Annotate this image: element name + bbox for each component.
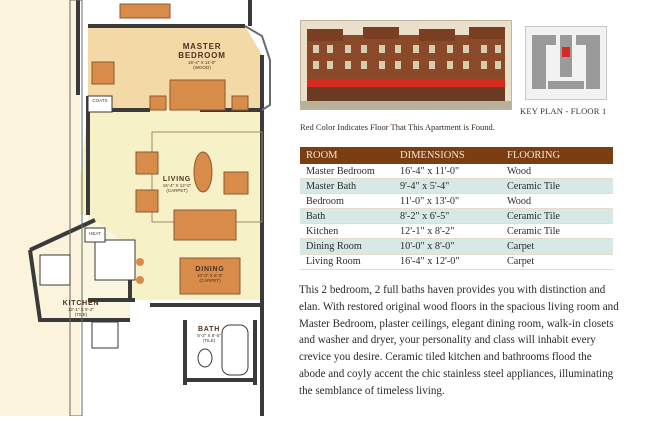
coffee-table [193, 151, 213, 193]
dimensions-cell: 9'-4" x 5'-4" [394, 178, 501, 195]
key-plan-diagram [525, 26, 607, 100]
info-panel: KEY PLAN - FLOOR 1 Red Color Indicates F… [292, 0, 652, 416]
nightstand-right [231, 95, 249, 111]
table-header-row: ROOM DIMENSIONS FLOORING [300, 147, 613, 164]
room-cell: Living Room [300, 254, 394, 270]
bay-window [244, 25, 271, 111]
room-cell: Bedroom [300, 193, 394, 210]
dimensions-cell: 12'-1" x 8'-2" [394, 223, 501, 240]
bath-label: BATH 8'-2" X 6'-5" (TILE) [192, 326, 226, 343]
table-row: Master Bath 9'-4" x 5'-4" Ceramic Tile [300, 178, 613, 195]
toilet [197, 348, 213, 368]
flooring-cell: Carpet [501, 254, 613, 270]
table-row: Master Bedroom 16'-4" x 11'-0" Wood [300, 164, 613, 180]
living-label: LIVING 16'-4" X 12'-0" (CARPET) [153, 176, 201, 193]
dimensions-cell: 16'-4" x 12'-0" [394, 254, 501, 270]
column-header: FLOORING [501, 147, 613, 164]
table-row: Bath 8'-2" x 6'-5" Ceramic Tile [300, 208, 613, 225]
room-dims: 8'-2" X 6'-5" [197, 333, 221, 338]
room-floor: (TILE) [202, 338, 216, 343]
kitchen-label: KITCHEN 12'-1" X 8'-2" (TILE) [55, 300, 107, 317]
apartment-description: This 2 bedroom, 2 full baths haven provi… [299, 284, 619, 397]
coats-label: COATS [92, 98, 108, 103]
flooring-cell: Ceramic Tile [501, 223, 613, 240]
armchair-right [223, 171, 249, 195]
nightstand-left [149, 95, 167, 111]
fridge [91, 321, 119, 349]
dining-label: DINING 10'-0" X 8'-0" (CARPET) [182, 266, 238, 283]
room-cell: Master Bedroom [300, 164, 394, 180]
room-cell: Bath [300, 208, 394, 225]
table-row: Living Room 16'-4" x 12'-0" Carpet [300, 254, 613, 270]
room-floor: (CARPET) [166, 188, 188, 193]
table-row: Bedroom 11'-0" x 13'-0" Wood [300, 193, 613, 210]
left-area-floor [0, 0, 80, 416]
room-name: BATH [197, 326, 221, 333]
stool [136, 258, 144, 266]
rooms-table: ROOM DIMENSIONS FLOORING Master Bedroom … [300, 147, 613, 270]
flooring-cell: Wood [501, 164, 613, 180]
room-name: BEDROOM [178, 51, 226, 60]
highlighted-floor [307, 79, 505, 87]
sofa [173, 209, 237, 241]
dimensions-cell: 10'-0" x 8'-0" [394, 238, 501, 255]
bed [169, 79, 226, 111]
kitchen-sink [39, 254, 71, 286]
room-dims: 10'-0" X 8'-0" [197, 273, 223, 278]
key-plan-drawing [526, 27, 606, 99]
table-row: Kitchen 12'-1" x 8'-2" Ceramic Tile [300, 223, 613, 240]
flooring-cell: Wood [501, 193, 613, 210]
dimensions-cell: 11'-0" x 13'-0" [394, 193, 501, 210]
room-cell: Master Bath [300, 178, 394, 195]
room-floor: (CARPET) [199, 278, 221, 283]
flooring-cell: Ceramic Tile [501, 178, 613, 195]
room-floor: (TILE) [74, 312, 88, 317]
dining-table [179, 257, 241, 295]
flooring-cell: Carpet [501, 238, 613, 255]
coat-closet [87, 95, 113, 113]
room-name: MASTER [182, 42, 222, 51]
room-cell: Kitchen [300, 223, 394, 240]
flooring-cell: Ceramic Tile [501, 208, 613, 225]
key-plan-label: KEY PLAN - FLOOR 1 [520, 106, 607, 116]
image-caption: Red Color Indicates Floor That This Apar… [300, 122, 495, 132]
building-illustration [301, 21, 511, 109]
armchair-left-top [135, 151, 159, 175]
room-floor: (WOOD) [193, 65, 211, 70]
floor-plan-drawing [0, 0, 271, 417]
room-name: KITCHEN [62, 300, 100, 307]
room-dims: 12'-1" X 8'-2" [68, 307, 94, 312]
column-header: DIMENSIONS [394, 147, 501, 164]
room-name: LIVING [162, 176, 192, 183]
heat-label: HEAT [89, 231, 101, 236]
kitchen-range [94, 239, 136, 281]
room-dims: 16'-4" X 11'-0" [187, 60, 217, 65]
key-plan-marker [562, 47, 570, 57]
stool [136, 276, 144, 284]
room-dims: 16'-4" X 12'-0" [162, 183, 192, 188]
dimensions-cell: 16'-4" x 11'-0" [394, 164, 501, 180]
room-cell: Dining Room [300, 238, 394, 255]
building-elevation-image [300, 20, 512, 110]
dimensions-cell: 8'-2" x 6'-5" [394, 208, 501, 225]
floor-plan: MASTER BEDROOM 16'-4" X 11'-0" (WOOD) LI… [0, 0, 278, 417]
heat-unit [84, 227, 106, 243]
column-header: ROOM [300, 147, 394, 164]
bathtub [221, 324, 249, 376]
room-name: DINING [195, 266, 225, 273]
top-dresser [119, 3, 171, 19]
armchair-left-bottom [135, 189, 159, 213]
master-bedroom-label: MASTER BEDROOM 16'-4" X 11'-0" (WOOD) [163, 42, 241, 70]
bedroom-chair [91, 61, 115, 85]
table-row: Dining Room 10'-0" x 8'-0" Carpet [300, 238, 613, 255]
